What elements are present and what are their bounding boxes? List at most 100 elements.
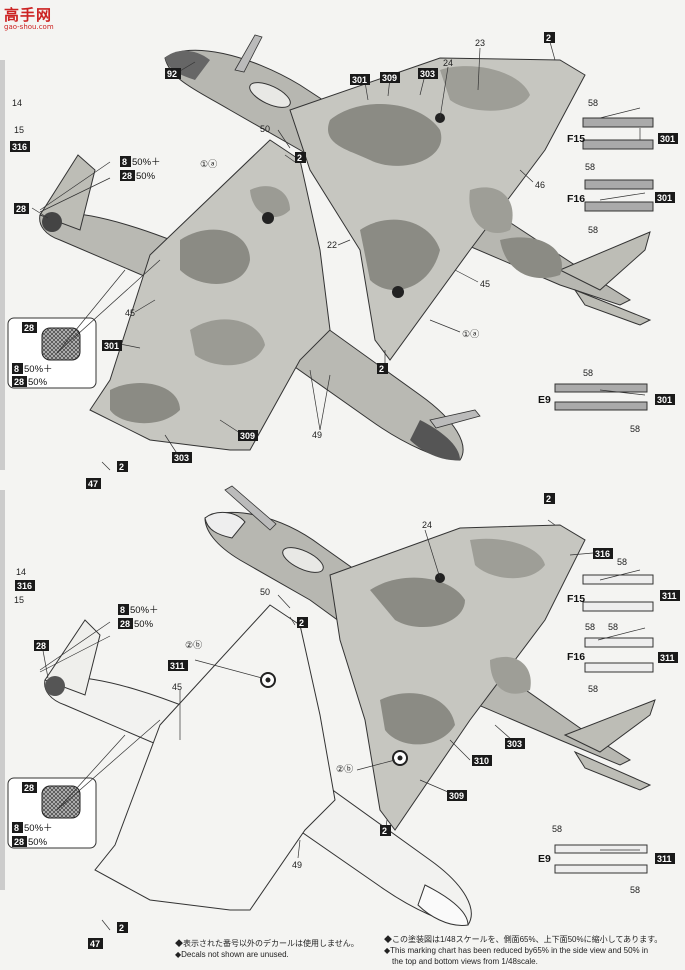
- watermark-logo: 高手网 gao-shou.com: [4, 4, 54, 31]
- badge-303-side1: [172, 452, 192, 463]
- pct-50plus-inset2: 50%＋: [24, 823, 53, 834]
- badge-28-side1: [14, 203, 29, 214]
- badge-28-inset2b: [12, 836, 27, 847]
- label-2-top2b: 2: [382, 826, 387, 836]
- label-58-F16: 58: [588, 225, 598, 235]
- label-309-side1: 309: [240, 431, 255, 441]
- label-28-bottom: 28: [120, 619, 130, 629]
- watermark-url: gao-shou.com: [4, 23, 54, 31]
- label-309-top2: 309: [449, 791, 464, 801]
- badge-2-top1b: [377, 363, 388, 374]
- label-47-top: 47: [88, 479, 98, 489]
- label-58-F15c: 58: [617, 557, 627, 567]
- label-28-side1: 28: [16, 204, 26, 214]
- label-24-top2: 24: [422, 520, 432, 530]
- pct-50-top: 50%: [136, 171, 156, 182]
- label-301-E9: 301: [657, 395, 672, 405]
- label-47-bottom: 47: [90, 939, 100, 949]
- label-2-top1: 2: [546, 33, 551, 43]
- label-2b-top2: ②ⓑ: [336, 764, 353, 774]
- badge-301-F16: [655, 192, 675, 203]
- label-2-side1b: 2: [119, 462, 124, 472]
- label-28-inset2: 28: [24, 783, 34, 793]
- label-2-side1: 2: [297, 153, 302, 163]
- badge-92: [165, 68, 181, 79]
- page-edge-top: [0, 60, 5, 470]
- label-301-top1: 301: [352, 75, 367, 85]
- label-45-bottom: 45: [172, 682, 182, 692]
- badge-309-side1: [238, 430, 258, 441]
- badge-2-top1: [544, 32, 555, 43]
- badge-311-F15: [660, 590, 680, 601]
- label-28-inset1b: 28: [14, 377, 24, 387]
- label-311-bottom: 311: [170, 661, 185, 671]
- badge-8-inset1: [12, 363, 23, 374]
- label-F15-top: F15: [567, 133, 585, 145]
- pct-50plus-bottom: 50%＋: [130, 605, 159, 616]
- label-58-E9b: 58: [630, 424, 640, 434]
- badge-311-E9: [655, 853, 675, 864]
- label-22: 22: [327, 240, 337, 250]
- label-50-bottom: 50: [260, 587, 270, 597]
- label-14-bottom: 14: [16, 567, 26, 577]
- badge-2-bottom2: [297, 617, 308, 628]
- label-316-bottom: 316: [17, 581, 32, 591]
- detail-F16-top: [584, 179, 654, 212]
- label-8-inset1: 8: [14, 364, 19, 374]
- badge-2-top2b: [380, 825, 391, 836]
- label-1a-side1: ①ⓐ: [200, 159, 217, 169]
- note-unused-en: ◆Decals not shown are unused.: [175, 950, 289, 959]
- label-49-side1: 49: [312, 430, 322, 440]
- label-F15-bottom: F15: [567, 593, 585, 605]
- label-58-F16b: 58: [588, 684, 598, 694]
- label-1a-top1: ①ⓐ: [462, 329, 479, 339]
- label-E9-bottom: E9: [538, 853, 551, 865]
- label-316-top: 316: [12, 142, 27, 152]
- label-58-F15d: 58: [585, 622, 595, 632]
- side-view-aircraft-1: [39, 139, 481, 461]
- badge-47-bottom: [88, 938, 103, 949]
- badge-316-bottom: [15, 580, 35, 591]
- label-28-inset1: 28: [24, 323, 34, 333]
- badge-301-top1: [350, 74, 370, 85]
- badge-311-bottom: [168, 660, 188, 671]
- label-58-E9d: 58: [630, 885, 640, 895]
- badge-8-top: [120, 156, 131, 167]
- badge-2-side1: [295, 152, 306, 163]
- badge-301-F15: [658, 133, 678, 144]
- label-15-bottom: 15: [14, 595, 24, 605]
- label-49-bottom: 49: [292, 860, 302, 870]
- badge-8-inset2: [12, 822, 23, 833]
- pct-50plus-top: 50%＋: [132, 157, 161, 168]
- bottom-view-aircraft-2: [44, 604, 472, 926]
- pct-50-inset1: 50%: [28, 377, 48, 388]
- label-E9-top: E9: [538, 394, 551, 406]
- label-F16-bottom: F16: [567, 651, 585, 663]
- label-309-top1: 309: [382, 73, 397, 83]
- inset-intake-mesh-1: [7, 317, 97, 389]
- pct-50plus-inset1: 50%＋: [24, 364, 53, 375]
- detail-F15-bottom: [582, 574, 654, 612]
- label-58-E9c: 58: [552, 824, 562, 834]
- label-303-side1: 303: [174, 453, 189, 463]
- detail-F16-bottom: [584, 637, 654, 673]
- label-58-F15a: 58: [588, 98, 598, 108]
- label-8-inset2: 8: [14, 823, 19, 833]
- label-F16-top: F16: [567, 193, 585, 205]
- label-310-top2: 310: [474, 756, 489, 766]
- badge-301-E9: [655, 394, 675, 405]
- badge-28-inset1: [22, 322, 37, 333]
- label-311-E9: 311: [657, 854, 672, 864]
- badge-8-bottom: [118, 604, 129, 615]
- note-scale-jp: ◆この塗装図は1/48スケールを、側面65%、上下面50%に縮小してあります。: [384, 935, 663, 944]
- label-58-F15e: 58: [608, 622, 618, 632]
- pct-50-bottom: 50%: [134, 619, 154, 630]
- badge-303-top2: [505, 738, 525, 749]
- label-24-top1: 24: [443, 58, 453, 68]
- badge-311-F16: [658, 652, 678, 663]
- label-311-F16: 311: [660, 653, 675, 663]
- label-92: 92: [167, 69, 177, 79]
- label-2-bottom2: 2: [299, 618, 304, 628]
- badge-28-side2: [34, 640, 49, 651]
